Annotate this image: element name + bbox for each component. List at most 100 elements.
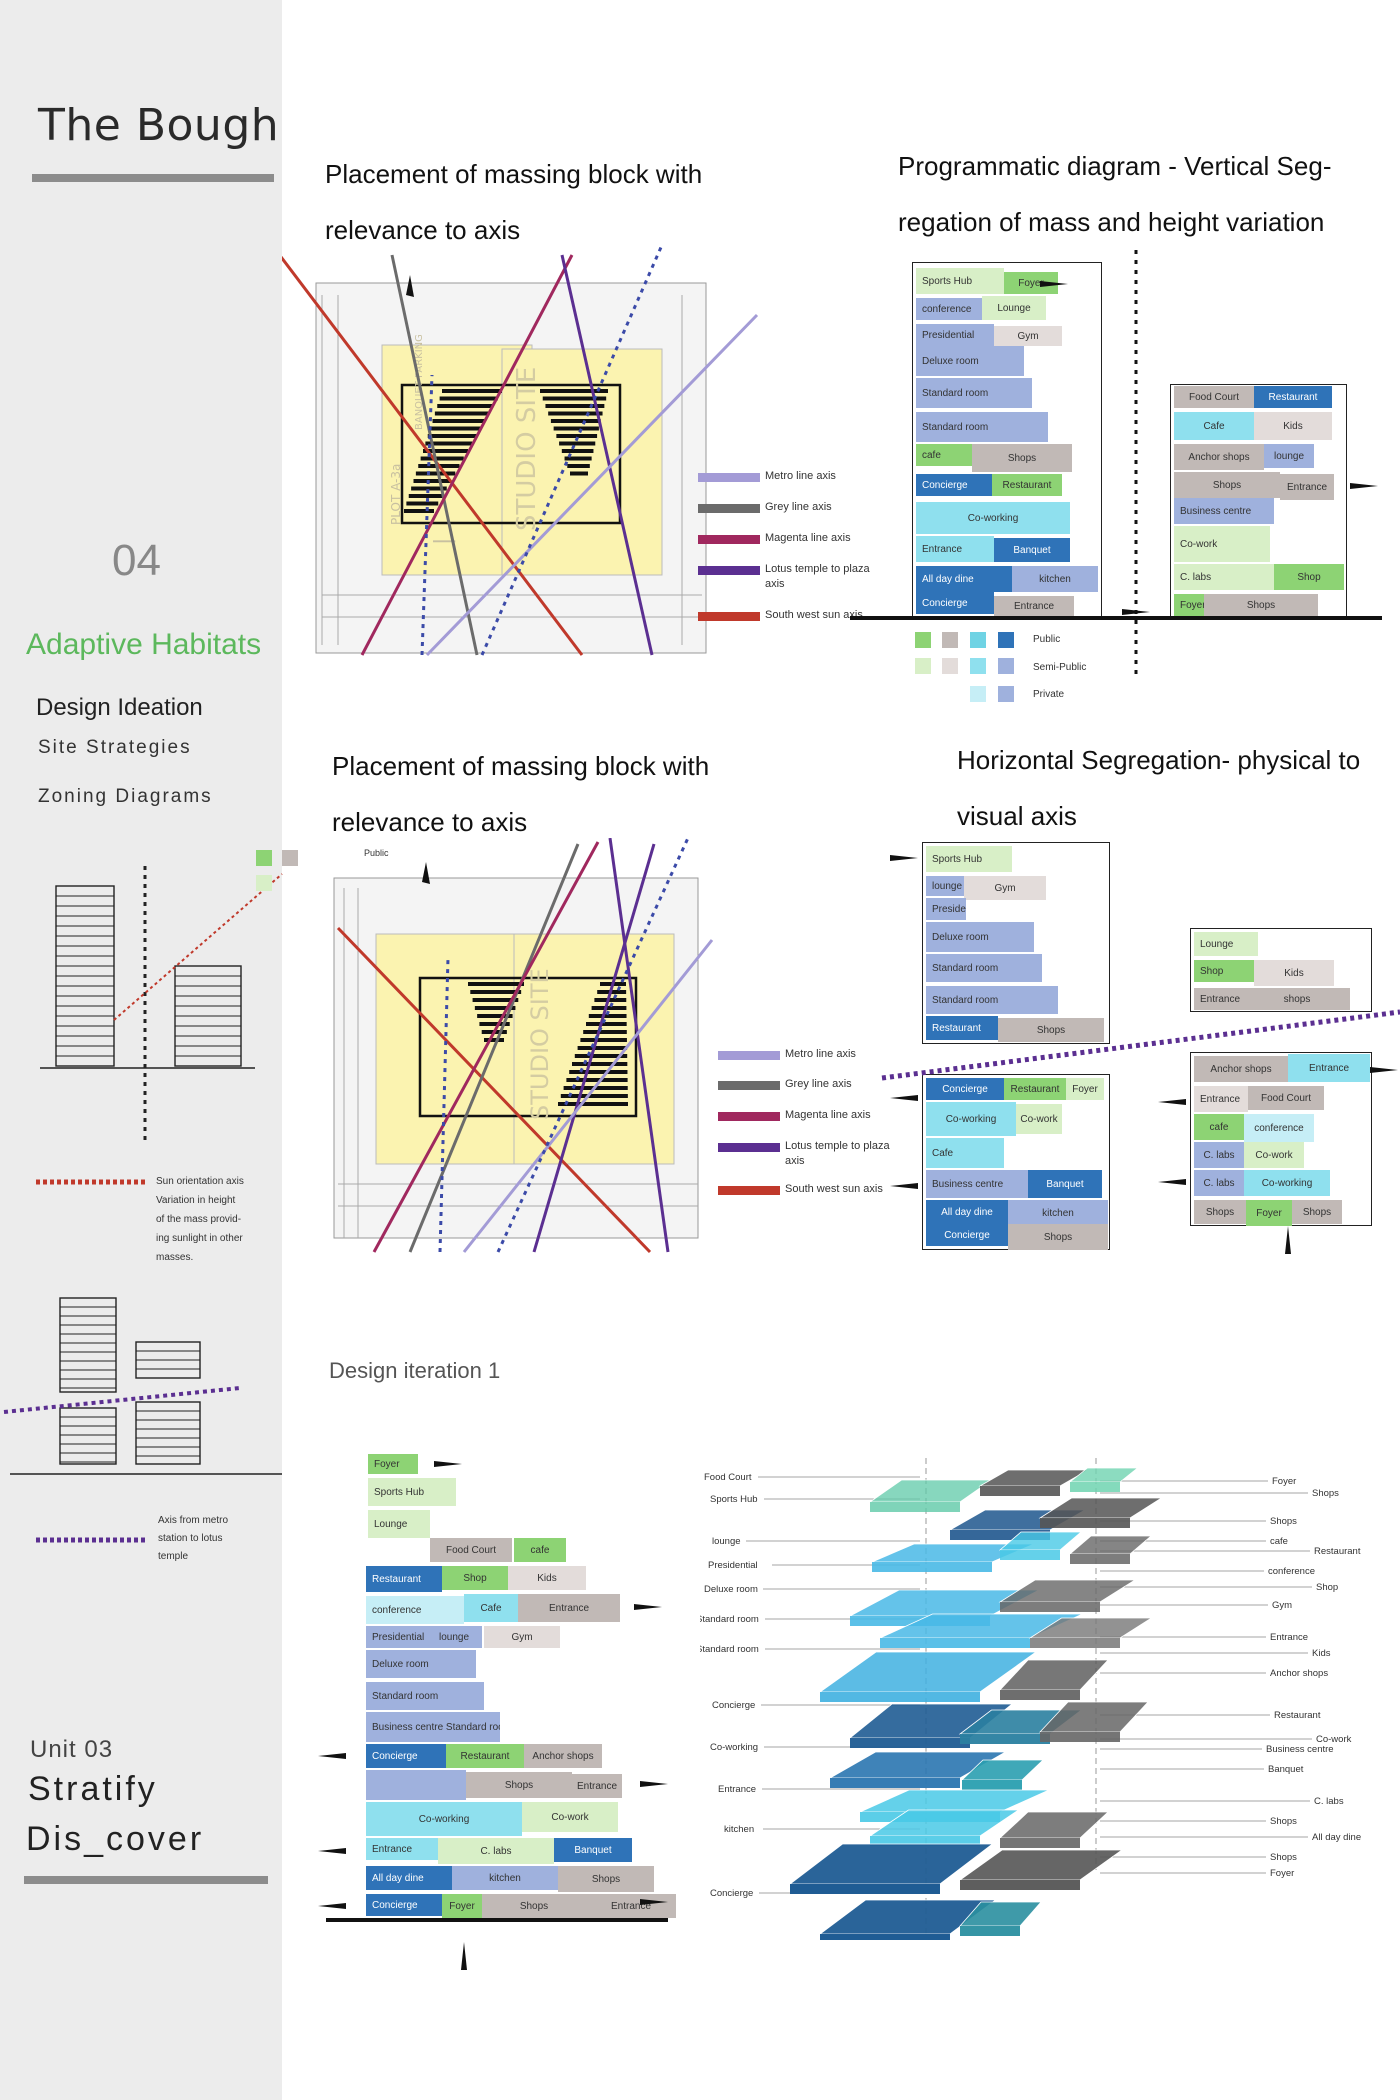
legend-private: Private bbox=[1033, 689, 1065, 700]
axo-left-label: Concierge bbox=[710, 1888, 753, 1899]
program-block: Shop bbox=[1194, 960, 1254, 982]
program-block: Shop bbox=[442, 1566, 508, 1590]
axo-right-label: Shops bbox=[1270, 1852, 1297, 1863]
axo-right-label: Banquet bbox=[1268, 1764, 1304, 1775]
axo-slab-side bbox=[960, 1734, 1050, 1744]
axis-note: Axis from metro station to lotus temple bbox=[158, 1515, 229, 1562]
program-block: Presidential bbox=[366, 1626, 426, 1648]
program-block: Banquet bbox=[554, 1838, 632, 1862]
metro-axis-diagram bbox=[3, 1297, 282, 1475]
iteration-markers bbox=[318, 1461, 668, 1970]
axo-slab-side bbox=[960, 1880, 1080, 1890]
program-block: kitchen bbox=[1008, 1200, 1108, 1226]
metro-axis-line bbox=[36, 1537, 148, 1543]
program-block: Cafe bbox=[464, 1594, 518, 1622]
axo-right-label: conference bbox=[1268, 1566, 1315, 1577]
program-block: Shops bbox=[482, 1894, 586, 1918]
site-plan-2: STUDIO SITE bbox=[333, 838, 714, 1254]
axo-slab-side bbox=[1000, 1690, 1080, 1700]
program-block: conference bbox=[916, 298, 982, 320]
studio-site-label: STUDIO SITE bbox=[512, 367, 542, 531]
unit-label: Unit 03 bbox=[30, 1736, 114, 1763]
program-block: kitchen bbox=[1012, 566, 1098, 592]
axo-slab-side bbox=[1000, 1838, 1080, 1848]
program-block: Entrance bbox=[1280, 474, 1334, 500]
axo-slab-side bbox=[1040, 1518, 1130, 1528]
axo-left-label: Concierge bbox=[712, 1700, 755, 1711]
program-block: Entrance bbox=[586, 1894, 676, 1918]
public-legend-label: Public bbox=[364, 848, 389, 858]
program-block: Deluxe room bbox=[916, 346, 1024, 376]
program-block: Concierge bbox=[926, 1078, 1004, 1100]
horizontal-frame-a bbox=[922, 842, 1110, 1044]
program-block: Shops bbox=[1008, 1224, 1108, 1250]
program-block: Deluxe room bbox=[926, 922, 1034, 952]
program-block: Shop bbox=[1274, 564, 1344, 590]
program-block: Standard room bbox=[916, 412, 1048, 442]
program-block: Anchor shops bbox=[1194, 1056, 1288, 1082]
axo-left-label: kitchen bbox=[724, 1824, 754, 1835]
axis-legend-1: Metro line axis Grey line axis Magenta l… bbox=[698, 466, 898, 636]
legend-public: Public bbox=[1033, 634, 1061, 645]
program-block: Co-work bbox=[1244, 1142, 1304, 1168]
program-block: Shops bbox=[1204, 594, 1318, 616]
program-block: Standard room bbox=[366, 1682, 484, 1710]
program-block: Gym bbox=[964, 876, 1046, 900]
program-block: Entrance bbox=[916, 536, 994, 562]
program-block: Co-working bbox=[916, 502, 1070, 534]
program-block: Business centre Standard room bbox=[366, 1712, 500, 1742]
program-block: Kids bbox=[508, 1566, 586, 1590]
program-block: Presidential bbox=[916, 324, 994, 346]
program-block: C. labs bbox=[1194, 1142, 1244, 1168]
sidebar-item-zoning-diagrams[interactable]: Zoning Diagrams bbox=[38, 786, 213, 807]
sidebar-item-site-strategies[interactable]: Site Strategies bbox=[38, 737, 192, 758]
program-block: Entrance bbox=[994, 596, 1074, 616]
program-block: Concierge bbox=[926, 1224, 1008, 1246]
program-block: Co-working bbox=[926, 1102, 1016, 1136]
program-block: lounge bbox=[426, 1626, 482, 1648]
program-block: Anchor shops bbox=[524, 1744, 602, 1768]
program-block: Restaurant bbox=[366, 1566, 442, 1592]
axo-slab bbox=[859, 1789, 1050, 1813]
axo-right-label: Anchor shops bbox=[1270, 1668, 1328, 1679]
program-block bbox=[366, 1770, 466, 1800]
program-block: Food Court bbox=[1248, 1086, 1324, 1110]
legend-semi-public: Semi-Public bbox=[1033, 662, 1087, 673]
swatch bbox=[282, 850, 298, 866]
axo-left-label: Standard room bbox=[700, 1644, 759, 1655]
axo-right-label: cafe bbox=[1270, 1536, 1288, 1547]
axo-right-label: Business centre bbox=[1266, 1744, 1334, 1755]
section-title-placement-2: Placement of massing block with relevanc… bbox=[332, 751, 710, 837]
program-block: Entrance bbox=[1288, 1054, 1370, 1082]
program-block: Foyer bbox=[442, 1894, 482, 1918]
program-block: Anchor shops bbox=[1174, 444, 1264, 470]
program-block: kitchen bbox=[452, 1866, 558, 1890]
public-swatch bbox=[256, 850, 272, 866]
program-block: cafe bbox=[1194, 1114, 1244, 1140]
axo-right-label: C. labs bbox=[1314, 1796, 1344, 1807]
axo-right-label: Shop bbox=[1316, 1582, 1338, 1593]
axo-slab-side bbox=[1040, 1732, 1120, 1742]
program-block: Lounge bbox=[368, 1510, 430, 1538]
axo-right-label: Co-work bbox=[1316, 1734, 1352, 1745]
svg-text:|: | bbox=[431, 538, 456, 545]
axo-left-label: Sports Hub bbox=[710, 1494, 758, 1505]
program-block: Banquet bbox=[994, 538, 1070, 562]
program-block: Food Court bbox=[430, 1538, 512, 1562]
program-block: Entrance bbox=[518, 1594, 620, 1622]
project-name-2: Dis_cover bbox=[26, 1820, 205, 1858]
program-block: Restaurant bbox=[1254, 386, 1332, 408]
axo-slab-side bbox=[850, 1738, 970, 1748]
program-block: Foyer bbox=[1246, 1200, 1292, 1226]
axo-slab-side bbox=[880, 1638, 1030, 1648]
program-block: Gym bbox=[994, 326, 1062, 346]
section-title-horizontal: Horizontal Segregation- physical to visu… bbox=[957, 745, 1361, 831]
axo-right-label: Shops bbox=[1270, 1516, 1297, 1527]
program-block: All day dine bbox=[926, 1200, 1008, 1224]
program-block: Deluxe room bbox=[366, 1650, 476, 1678]
axo-slab-side bbox=[1070, 1554, 1130, 1564]
axo-left-label: lounge bbox=[712, 1536, 741, 1547]
axo-slab-side bbox=[950, 1530, 1050, 1540]
program-block: Foyer bbox=[1174, 594, 1204, 616]
axo-slab-side bbox=[872, 1562, 992, 1572]
